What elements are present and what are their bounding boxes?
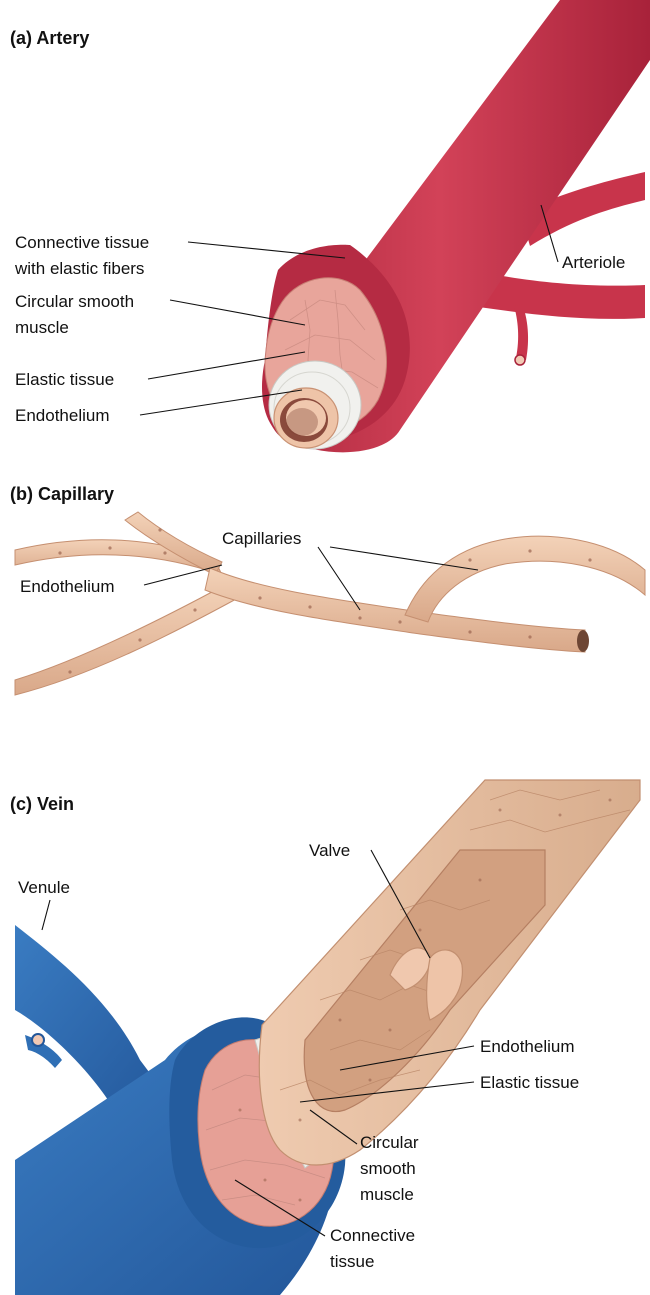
capillary-panel: (b) Capillary Capillaries En <box>10 484 645 695</box>
vein-smooth-label-2: smooth <box>360 1159 416 1178</box>
artery-connective-label-1: Connective tissue <box>15 233 149 252</box>
vein-connective-label-1: Connective <box>330 1226 415 1245</box>
capillary-endothelium-label: Endothelium <box>20 577 115 596</box>
vein-elastic-label: Elastic tissue <box>480 1073 579 1092</box>
vein-panel: (c) Vein <box>10 780 640 1295</box>
artery-title: (a) Artery <box>10 28 89 48</box>
artery-elastic-label: Elastic tissue <box>15 370 114 389</box>
artery-connective-label-2: with elastic fibers <box>14 259 144 278</box>
vein-title: (c) Vein <box>10 794 74 814</box>
artery-panel: (a) Artery Connective t <box>10 0 650 452</box>
artery-smooth-label-1: Circular smooth <box>15 292 134 311</box>
vein-endothelium-label: Endothelium <box>480 1037 575 1056</box>
capillaries-label: Capillaries <box>222 529 301 548</box>
artery-endothelium-label: Endothelium <box>15 406 110 425</box>
leader-venule <box>42 900 50 930</box>
artery-smooth-label-2: muscle <box>15 318 69 337</box>
vein-connective-label-2: tissue <box>330 1252 374 1271</box>
vein-smooth-label-1: Circular <box>360 1133 419 1152</box>
capillary-title: (b) Capillary <box>10 484 114 504</box>
vein-smooth-label-3: muscle <box>360 1185 414 1204</box>
valve-label: Valve <box>309 841 350 860</box>
capillary-network <box>15 512 645 695</box>
arteriole-label: Arteriole <box>562 253 625 272</box>
venule-label: Venule <box>18 878 70 897</box>
